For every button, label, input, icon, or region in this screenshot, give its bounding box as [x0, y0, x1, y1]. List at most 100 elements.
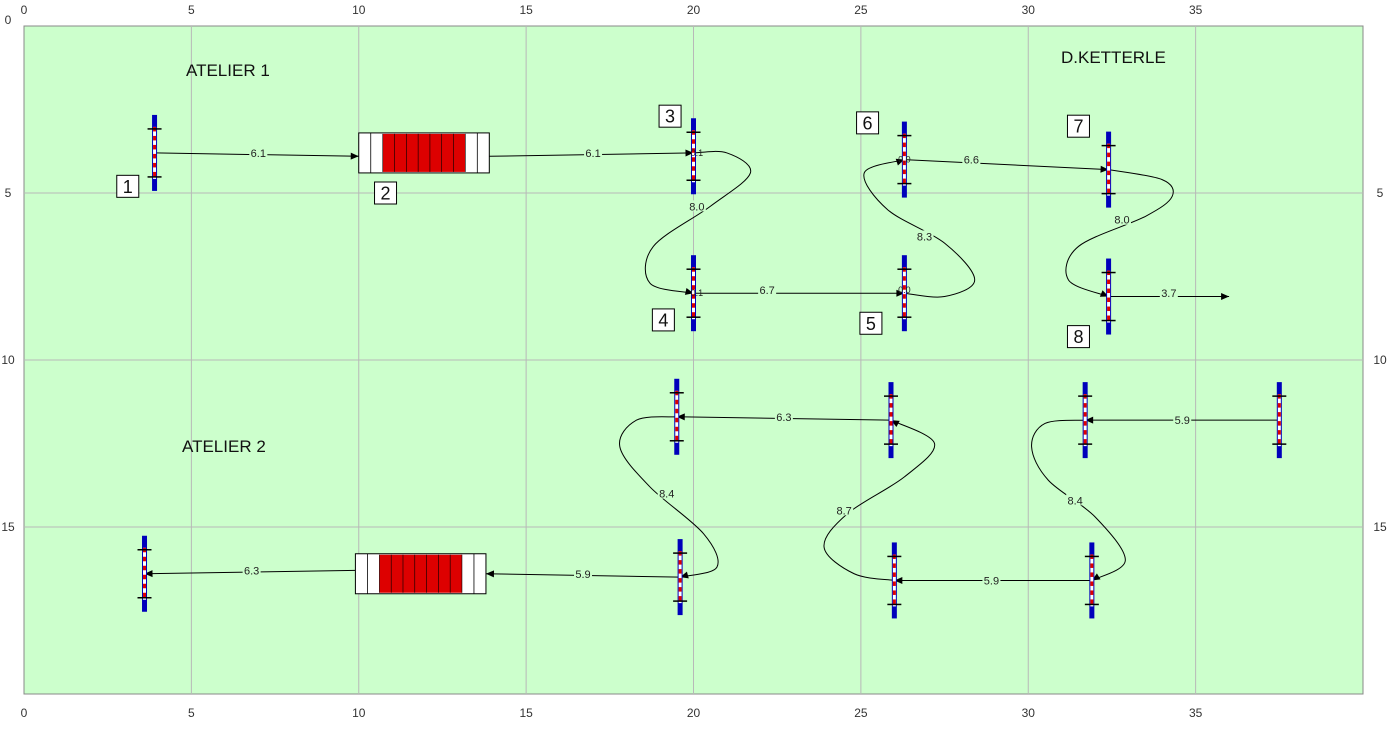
fence-bar-red-segment — [889, 412, 893, 417]
distance-label: 8.0 — [689, 201, 704, 213]
y-tick-label-right: 5 — [1377, 186, 1384, 200]
oxer-red-block — [382, 133, 466, 172]
fence-bar-red-segment — [678, 587, 682, 592]
fence-number-box — [658, 104, 682, 128]
fence-bar-red-segment — [902, 169, 906, 175]
distance-label-bg — [1173, 414, 1192, 426]
distance-label: 6.6 — [964, 155, 979, 167]
fence-bar-red-segment — [1277, 430, 1281, 435]
vertical-fence — [1084, 542, 1099, 619]
title-atelier-2: ATELIER 2 — [182, 437, 266, 456]
fence-number-label: 1 — [123, 177, 133, 197]
x-tick-label-bottom: 10 — [352, 706, 366, 720]
fence-bar-red-segment — [889, 403, 893, 408]
arrow-head — [350, 152, 359, 160]
fence-bar-red-segment — [1107, 188, 1111, 194]
fence-bar-red-segment — [889, 430, 893, 435]
vertical-fence — [897, 121, 912, 198]
fence-bar-white — [1107, 270, 1111, 323]
arrow-head — [676, 413, 685, 421]
arrow-head — [896, 289, 905, 297]
fence-bar-red-segment — [1277, 421, 1281, 426]
distance-label: 3.7 — [1161, 288, 1176, 300]
arrow-head — [1085, 416, 1094, 424]
course-path — [1031, 419, 1126, 581]
fence-bar-red-segment — [1083, 430, 1087, 435]
oxer-fence — [358, 132, 490, 174]
fence-bar-white — [678, 551, 682, 604]
fence-bar-white — [1277, 394, 1281, 447]
fence-bar-red-segment — [892, 590, 896, 595]
vertical-fence — [686, 255, 701, 332]
fence-bar-red-segment — [902, 142, 906, 148]
y-tick-label-right: 15 — [1373, 520, 1387, 534]
fence-bar-white — [153, 126, 157, 179]
fence-bar-red-segment — [902, 294, 906, 299]
arrow-head — [1221, 293, 1230, 301]
distance-label-bg — [574, 567, 593, 579]
fence-bar-white — [675, 390, 679, 443]
fence-number-box — [651, 308, 675, 332]
oxer-red-block — [379, 554, 462, 593]
distance-label-bg — [962, 153, 981, 165]
fence-bar-red-segment — [675, 435, 679, 441]
fence-number-label: 6 — [863, 113, 873, 133]
oxer-fence — [354, 553, 487, 595]
distance-label-bg — [774, 410, 793, 422]
distance-label-bg — [249, 146, 268, 158]
value-labels: 0.10.10.00.0 — [691, 148, 911, 298]
fence-bar-red-segment — [1107, 315, 1111, 321]
x-tick-label-top: 30 — [1022, 3, 1036, 17]
fence-value-label: 0.0 — [898, 285, 911, 295]
fence-bar-red-segment — [153, 171, 157, 177]
x-tick-label-bottom: 25 — [854, 706, 868, 720]
x-tick-label-top: 5 — [188, 3, 195, 17]
vertical-fence — [669, 378, 684, 455]
arrow-head — [485, 570, 495, 578]
fence-bar-red-segment — [692, 175, 695, 180]
fence-bar-red-segment — [1090, 572, 1094, 577]
x-tick-label-top: 25 — [854, 3, 868, 17]
fence-bar-red-segment — [143, 556, 147, 562]
fence-bar-red-segment — [692, 312, 695, 317]
fence-number-label: 7 — [1073, 117, 1083, 137]
distance-label: 6.1 — [585, 148, 600, 160]
fence-bar-red-segment — [1277, 412, 1281, 417]
fence-bar-white — [892, 554, 896, 607]
fence-value-label: 0.1 — [691, 288, 704, 298]
fence-bar-red-segment — [692, 148, 695, 153]
title-atelier-1: ATELIER 1 — [186, 61, 270, 80]
vertical-fence — [1078, 382, 1093, 459]
author-label: D.KETTERLE — [1061, 48, 1166, 67]
fence-bar-red-segment — [902, 303, 906, 308]
vertical-fence — [137, 535, 152, 612]
distance-label-bg — [1159, 287, 1178, 299]
fence-bar-red-segment — [1083, 412, 1087, 417]
fence-bar-red-segment — [1277, 403, 1281, 408]
fence-bar-white — [143, 547, 147, 600]
fence-bar-red-segment — [1083, 403, 1087, 408]
fence-bar-red-segment — [692, 157, 695, 162]
distance-label-bg — [657, 487, 676, 499]
fence-bar-red-segment — [902, 160, 906, 166]
fence-number-box — [116, 174, 140, 198]
distance-label-bg — [758, 283, 777, 295]
fence-bar-red-segment — [675, 426, 679, 432]
fence-bar-red-segment — [1107, 279, 1111, 285]
distance-label-bg — [1066, 494, 1085, 506]
y-tick-label-left: 15 — [1, 520, 15, 534]
course-path — [644, 150, 752, 294]
fence-bar-white — [692, 267, 695, 320]
fence-bar-red-segment — [1107, 170, 1111, 176]
x-tick-label-bottom: 20 — [687, 706, 701, 720]
fence-number-label: 4 — [658, 310, 668, 330]
fence-bar-white — [1083, 394, 1087, 447]
fence-bar-white — [889, 394, 893, 447]
fence-bar-red-segment — [692, 166, 695, 171]
vertical-fence — [673, 539, 688, 616]
distance-label: 6.1 — [251, 148, 266, 160]
